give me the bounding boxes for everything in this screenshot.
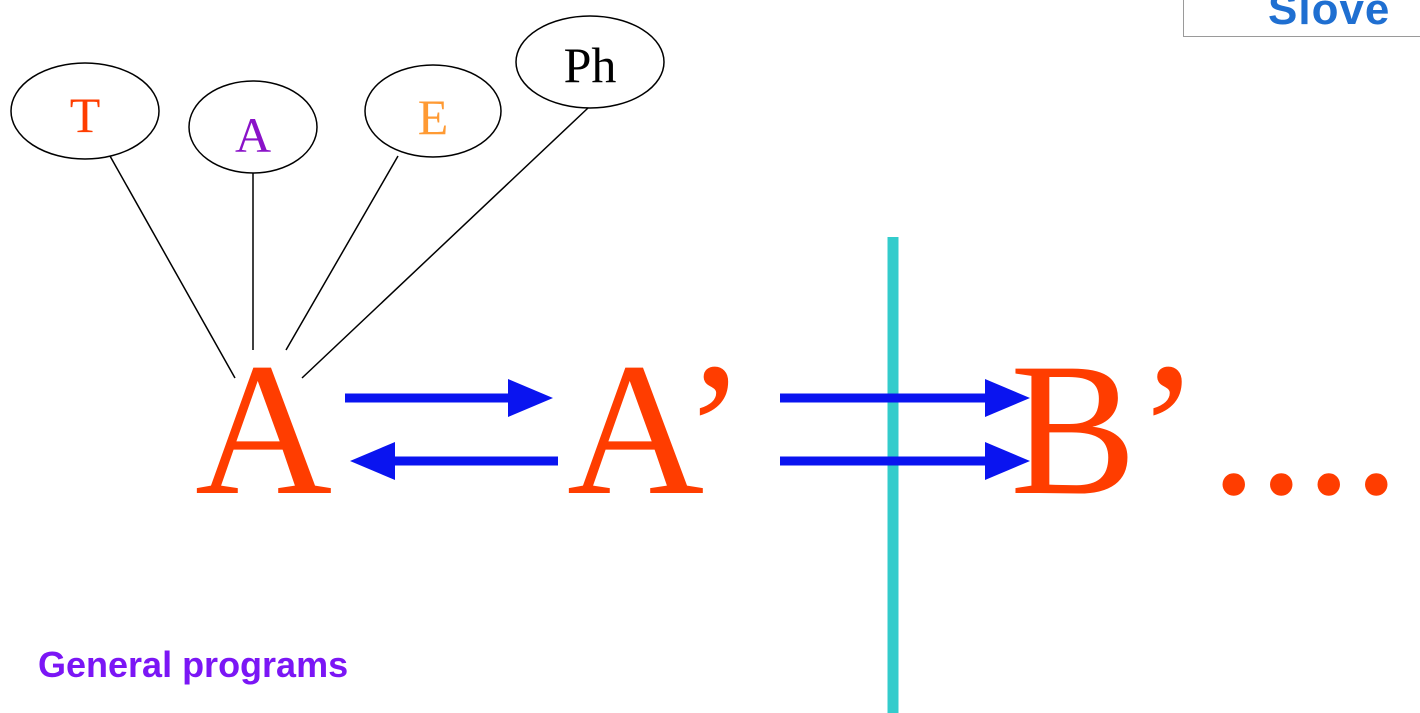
term-a-prime: A’ xyxy=(567,325,746,535)
connector-line-t xyxy=(109,155,236,379)
node-ph-ellipse xyxy=(515,15,665,109)
connector-line-ph xyxy=(301,107,589,379)
node-e-ellipse xyxy=(364,64,502,158)
node-a-ellipse xyxy=(188,80,318,174)
node-ph-label: Ph xyxy=(564,37,617,93)
term-a: A xyxy=(195,325,332,535)
node-e-label: E xyxy=(418,89,449,145)
ellipsis: .... xyxy=(1210,325,1400,535)
node-t: T xyxy=(10,62,160,160)
forward-arrow-2-top xyxy=(780,379,1030,417)
logo-box: Slove xyxy=(1183,0,1420,37)
node-ph: Ph xyxy=(515,15,665,109)
forward-arrow-1 xyxy=(345,379,553,417)
node-t-label: T xyxy=(70,87,101,143)
node-a: A xyxy=(188,80,318,174)
caption: General programs xyxy=(38,644,349,685)
node-a-label: A xyxy=(235,107,271,163)
connector-line-e xyxy=(285,155,399,351)
logo-text: Slove xyxy=(1268,0,1391,34)
node-t-ellipse xyxy=(10,62,160,160)
node-e: E xyxy=(364,64,502,158)
reverse-arrow-1 xyxy=(350,442,558,480)
term-b-prime: B’ xyxy=(1010,325,1200,535)
forward-arrow-2-bottom xyxy=(780,442,1030,480)
